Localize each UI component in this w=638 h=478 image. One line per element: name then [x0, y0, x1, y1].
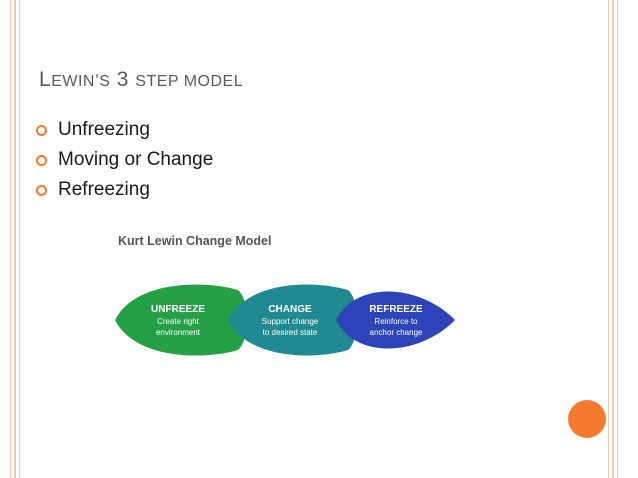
unfreeze-leaf-shape: [115, 284, 247, 356]
bullet-text: Refreezing: [58, 179, 150, 200]
bullet-item: Moving or Change: [36, 148, 213, 178]
stage-heading: REFREEZE: [369, 304, 423, 315]
stage-description: Create right: [157, 317, 199, 326]
bullet-text: Unfreezing: [58, 119, 150, 140]
bullet-text: Moving or Change: [58, 149, 214, 170]
title-part: EWIN: [51, 73, 95, 90]
slide-title: LEWIN’S 3 STEP MODEL: [39, 68, 243, 92]
left-border-line: [19, 0, 20, 478]
circle-bullet-icon: [36, 185, 47, 196]
right-border-line: [617, 0, 618, 478]
orange-circle-decoration: [568, 400, 606, 438]
stage-description: Reinforce to: [374, 317, 418, 326]
right-border-line: [608, 0, 609, 478]
stage-change: CHANGE Support change to desired state: [240, 304, 340, 337]
stage-description: to desired state: [262, 328, 318, 337]
stage-description: anchor change: [369, 328, 423, 337]
title-part: STEP MODEL: [135, 73, 244, 90]
stage-description: Support change: [261, 317, 319, 326]
stage-unfreeze: UNFREEZE Create right environment: [128, 304, 228, 337]
stage-heading: CHANGE: [268, 304, 312, 315]
stage-heading: UNFREEZE: [151, 304, 205, 315]
right-border-line: [612, 0, 614, 478]
change-leaf-shape: [228, 284, 357, 356]
stage-description: environment: [155, 328, 201, 337]
change-model-diagram: UNFREEZE Create right environment CHANGE…: [110, 280, 470, 360]
bullet-list: Unfreezing Moving or Change Refreezing: [36, 118, 213, 208]
circle-bullet-icon: [36, 155, 47, 166]
title-part: S: [99, 73, 111, 90]
circle-bullet-icon: [36, 125, 47, 136]
refreeze-leaf-shape: [336, 291, 455, 349]
title-initial: L: [39, 68, 52, 91]
stage-refreeze: REFREEZE Reinforce to anchor change: [346, 304, 446, 337]
bullet-item: Refreezing: [36, 178, 213, 208]
diagram-shapes: [115, 284, 455, 356]
bullet-item: Unfreezing: [36, 118, 213, 148]
title-number: 3: [110, 68, 136, 91]
title-apostrophe: ’: [94, 71, 100, 90]
diagram-title: Kurt Lewin Change Model: [118, 234, 272, 248]
left-border-line: [14, 0, 16, 478]
left-border-line: [10, 0, 11, 478]
